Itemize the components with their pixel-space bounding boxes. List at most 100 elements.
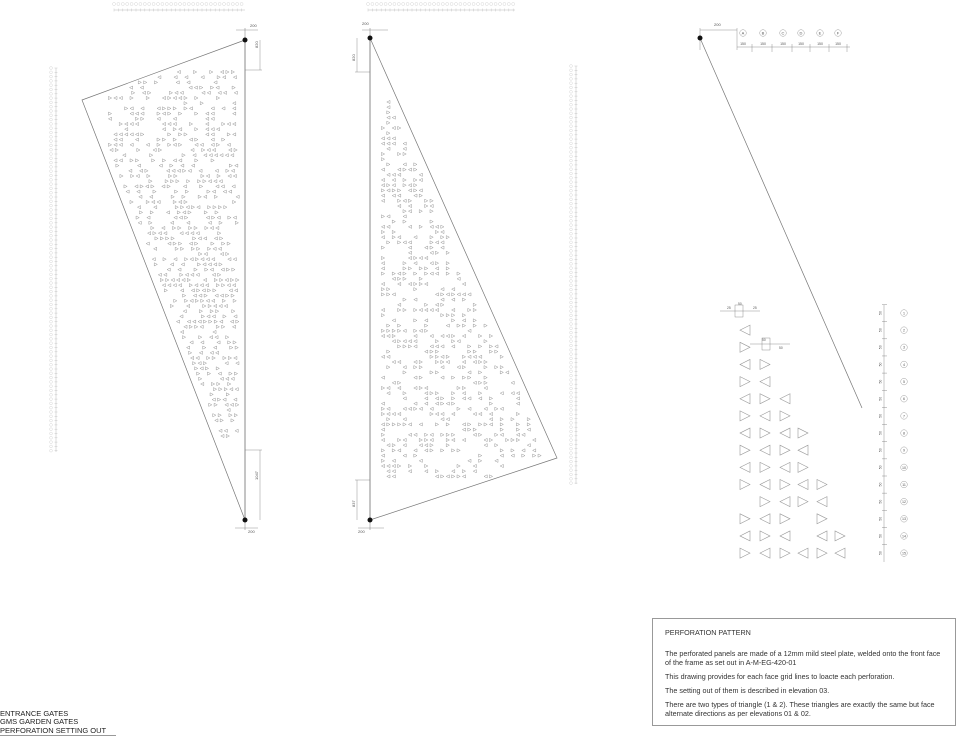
grid-marker bbox=[569, 249, 573, 253]
perforation-triangle bbox=[451, 344, 456, 349]
grid-marker bbox=[49, 363, 53, 367]
grid-marker bbox=[449, 2, 454, 6]
triangle-type-1 bbox=[739, 393, 751, 405]
perforation-triangle bbox=[200, 75, 205, 80]
perforation-triangle bbox=[144, 184, 149, 189]
grid-marker bbox=[151, 2, 156, 6]
perforation-triangle bbox=[397, 151, 402, 157]
perforation-triangle bbox=[451, 437, 456, 443]
perforation-triangle bbox=[402, 396, 407, 401]
perforation-triangle bbox=[440, 448, 445, 453]
column-label: E bbox=[819, 31, 822, 36]
perforation-triangle bbox=[148, 179, 153, 184]
perforation-triangle bbox=[489, 344, 494, 349]
grid-marker bbox=[569, 257, 573, 262]
perforation-triangle bbox=[122, 153, 127, 158]
perforation-triangle bbox=[180, 262, 185, 267]
perforation-triangle bbox=[161, 225, 166, 231]
perforation-triangle bbox=[194, 366, 199, 371]
perforation-triangle bbox=[434, 292, 439, 297]
legend-triangle-group bbox=[739, 513, 751, 525]
perforation-triangle bbox=[380, 427, 385, 432]
perforation-triangle bbox=[391, 328, 396, 333]
perforation-triangle bbox=[193, 69, 198, 75]
perforation-triangle bbox=[413, 453, 418, 458]
perforation-triangle bbox=[424, 323, 429, 328]
perforation-triangle bbox=[397, 380, 402, 385]
perforation-triangle bbox=[434, 307, 439, 313]
grid-marker bbox=[49, 406, 53, 410]
perforation-triangle bbox=[391, 115, 396, 120]
perforation-triangle bbox=[397, 448, 402, 453]
perforation-triangle bbox=[226, 142, 231, 147]
perforation-triangle bbox=[226, 241, 231, 246]
perforation-triangle bbox=[205, 132, 210, 137]
perforation-triangle bbox=[499, 354, 504, 359]
perforation-triangle bbox=[129, 199, 134, 205]
perforation-triangle bbox=[179, 314, 184, 319]
perforation-triangle bbox=[163, 231, 168, 236]
grid-marker bbox=[226, 2, 231, 6]
grid-marker bbox=[569, 68, 573, 72]
grid-marker bbox=[49, 242, 53, 246]
perforation-triangle bbox=[226, 392, 231, 397]
perforation-triangle bbox=[418, 406, 423, 411]
row-label: 10 bbox=[902, 466, 906, 470]
perforation-triangle bbox=[156, 116, 161, 121]
perforation-triangle bbox=[134, 121, 139, 127]
grid-marker bbox=[204, 2, 209, 6]
perforation-triangle bbox=[228, 413, 233, 418]
grid-marker bbox=[49, 302, 53, 307]
perforation-triangle bbox=[440, 365, 445, 370]
perforation-triangle bbox=[397, 328, 402, 333]
perforation-triangle bbox=[210, 158, 215, 163]
perforation-triangle bbox=[472, 427, 477, 432]
perforation-triangle bbox=[187, 277, 192, 283]
title-block: ENTRANCE GATES GMS GARDEN GATES PERFORAT… bbox=[0, 709, 117, 736]
perforation-triangle bbox=[499, 370, 504, 375]
grid-marker bbox=[134, 2, 138, 6]
row-label: 6 bbox=[903, 397, 905, 401]
perforation-triangle bbox=[440, 411, 445, 417]
perforation-triangle bbox=[231, 184, 236, 189]
perforation-triangle bbox=[510, 453, 515, 458]
perforation-triangle bbox=[198, 168, 203, 173]
perforation-triangle bbox=[440, 344, 445, 349]
perforation-triangle bbox=[445, 266, 450, 271]
perforation-triangle bbox=[218, 387, 223, 392]
grid-marker bbox=[569, 335, 573, 339]
perforation-triangle bbox=[221, 241, 226, 246]
perforation-triangle bbox=[175, 319, 180, 324]
perforation-triangle bbox=[429, 307, 434, 313]
grid-marker bbox=[49, 393, 53, 397]
perforation-triangle bbox=[210, 106, 215, 111]
perforation-triangle bbox=[402, 162, 407, 167]
perforation-triangle bbox=[205, 366, 210, 371]
drawing-title: PERFORATION SETTING OUT bbox=[0, 726, 117, 736]
perforation-triangle bbox=[435, 422, 440, 427]
perforation-triangle bbox=[218, 220, 223, 225]
perforation-triangle bbox=[146, 215, 151, 220]
grid-marker bbox=[569, 98, 573, 102]
grid-marker bbox=[569, 425, 573, 429]
perforation-triangle bbox=[124, 127, 129, 132]
perforation-triangle bbox=[212, 205, 217, 210]
grid-marker bbox=[49, 135, 53, 139]
triangle-type-1 bbox=[816, 496, 828, 508]
perforation-triangle bbox=[451, 313, 456, 318]
row-label: 14 bbox=[902, 534, 906, 538]
perforation-triangle bbox=[483, 380, 488, 385]
perforation-triangle bbox=[440, 240, 445, 245]
perforation-triangle bbox=[424, 245, 429, 250]
triangle-type-2 bbox=[834, 530, 846, 542]
perforation-triangle bbox=[235, 277, 240, 283]
grid-marker bbox=[502, 2, 507, 6]
perforation-triangle bbox=[402, 183, 407, 188]
perforation-triangle bbox=[407, 188, 412, 193]
perforation-triangle bbox=[183, 106, 188, 111]
grid-marker bbox=[569, 133, 573, 137]
row-label: 13 bbox=[902, 517, 906, 521]
perforation-triangle bbox=[136, 205, 141, 210]
perforation-triangle bbox=[413, 448, 418, 453]
perforation-triangle bbox=[211, 355, 216, 361]
